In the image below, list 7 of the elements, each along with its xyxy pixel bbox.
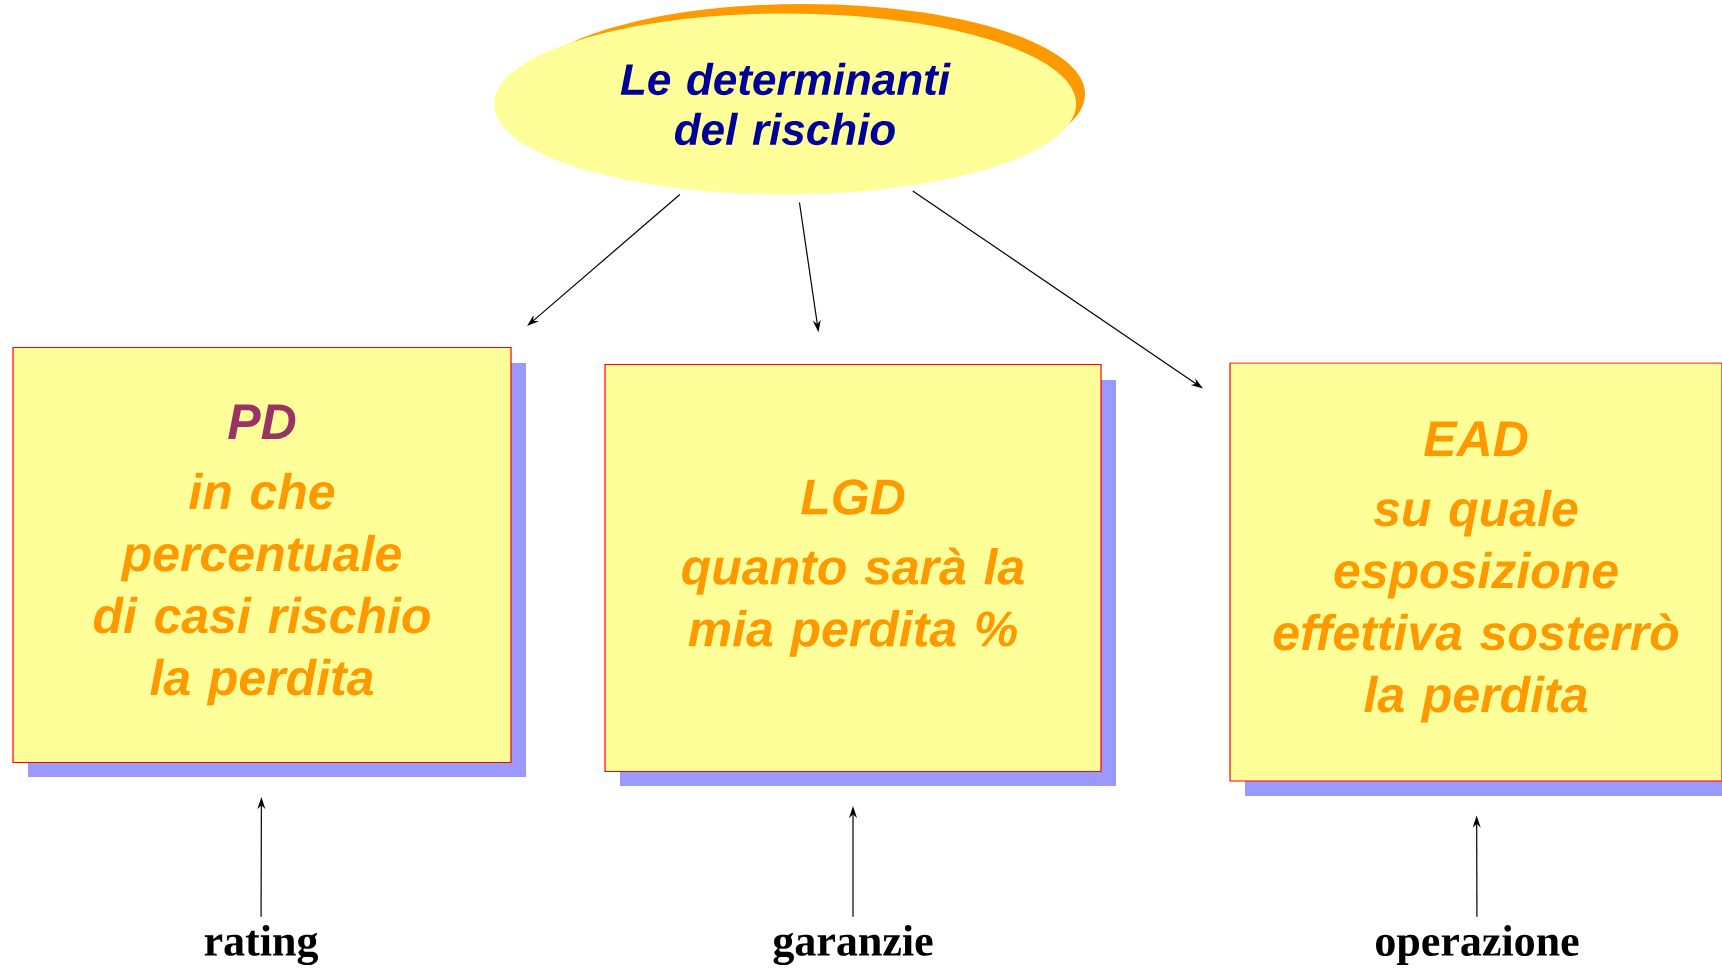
text-box: LGD quanto sarà la mia perdita % <box>604 363 1116 786</box>
source-label: rating <box>204 924 318 966</box>
text-box: PD in che percentuale di casi rischio la perdita <box>12 346 526 777</box>
source-label: garanzie <box>773 924 933 966</box>
arrow <box>527 193 681 326</box>
source-label: operazione <box>1376 925 1579 965</box>
text-box: EAD su quale esposizione effettiva sosterrò la perdita <box>1229 362 1722 796</box>
